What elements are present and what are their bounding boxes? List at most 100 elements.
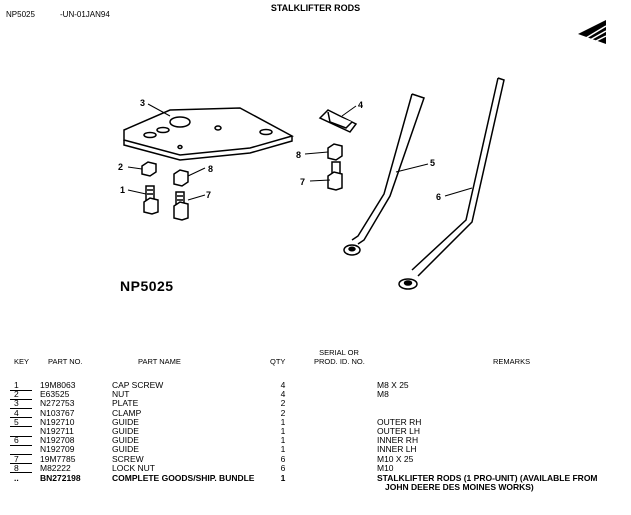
row-divider [10,472,32,474]
table-row-bundle: .. BN272198 COMPLETE GOODS/SHIP. BUNDLE 1 ST… [0,474,631,483]
bundle-qty: 1 [280,473,286,483]
row-remarks: INNER RH [377,435,419,446]
callout-3: 3 [140,98,145,108]
cap-screw-part [143,185,159,215]
clamp-part [318,109,358,133]
bundle-key: .. [14,473,19,483]
page-title: STALKLIFTER RODS [270,3,361,13]
row-divider [10,417,32,419]
nut-part [141,161,157,177]
row-qty: 2 [280,407,286,418]
callout-8-right: 8 [296,150,301,160]
row-qty: 1 [280,426,286,436]
row-remarks: INNER LH [377,444,417,455]
column-header-part-no: PART NO. [48,357,83,366]
row-part-name: GUIDE [112,416,139,427]
row-part-name: LOCK NUT [112,462,155,473]
row-divider [10,435,32,437]
table-row-bundle-continued: JOHN DEERE DES MOINES WORKS) [0,483,631,492]
row-part-name: CLAMP [112,407,142,418]
callout-5: 5 [430,158,435,168]
direction-arrow-icon [578,20,607,44]
row-qty: 1 [280,416,286,427]
row-qty: 4 [280,380,286,390]
bundle-remarks-line-2: JOHN DEERE DES MOINES WORKS) [385,482,534,492]
row-part-name: GUIDE [112,426,139,436]
row-qty: 6 [280,462,286,473]
callout-4: 4 [358,100,363,110]
callout-7-right: 7 [300,177,305,187]
row-part-name: CAP SCREW [112,380,164,390]
row-qty: 1 [280,435,286,446]
row-divider [10,389,32,391]
row-part-name: GUIDE [112,444,139,455]
column-header-serial-line-2: PROD. ID. NO. [314,357,365,366]
inner-guide-rod [398,77,505,290]
leader-lines [127,103,473,201]
document-code: NP5025 [6,10,35,19]
column-header-part-name: PART NAME [138,357,181,366]
column-header-key: KEY [14,357,30,366]
row-key: 8 [14,462,19,473]
table-row: 8 M82222 LOCK NUT 6 M10 [0,462,631,473]
diagram-label: NP5025 [120,278,174,294]
row-divider [10,398,32,400]
parts-diagram: 3 4 2 8 1 7 8 7 5 6 [118,20,607,290]
row-part-name: SCREW [112,453,144,464]
row-key: 4 [14,407,19,418]
lock-nut-part [173,169,189,187]
row-part-no: M82222 [40,462,71,473]
table-row: 1 19M8063 CAP SCREW 4 M8 X 25 [0,381,631,390]
document-date: -UN-01JAN94 [60,10,110,19]
screw-part [173,191,189,221]
callout-8: 8 [208,164,213,174]
row-key: 1 [14,380,19,390]
bundle-part-no: BN272198 [40,473,81,483]
row-remarks: OUTER LH [377,426,420,436]
outer-guide-rod [343,93,425,256]
row-part-no: N192710 [40,416,75,427]
column-header-qty: QTY [270,357,286,366]
row-remarks: M10 X 25 [377,453,414,464]
row-key: 3 [14,398,19,409]
table-row: N192709 GUIDE 1 INNER LH [0,445,631,454]
table-row: 7 19M7785 SCREW 6 M10 X 25 [0,453,631,464]
row-key: 2 [14,389,19,400]
bundle-part-name: COMPLETE GOODS/SHIP. BUNDLE [112,473,255,483]
row-part-no: 19M8063 [40,380,76,390]
bundle-remarks-line-1: STALKLIFTER RODS (1 PRO-UNIT) (AVAILABLE… [377,473,598,483]
callout-7: 7 [206,190,211,200]
row-part-no: E63525 [40,389,70,400]
row-divider [10,444,32,446]
plate-part [123,107,294,161]
column-header-serial: SERIAL OR PROD. ID. NO. [314,348,365,366]
row-divider [10,426,32,428]
row-part-no: N103767 [40,407,75,418]
row-part-no: 19M7785 [40,453,76,464]
row-key: 7 [14,453,19,464]
column-header-remarks: REMARKS [493,357,531,366]
row-qty: 2 [280,398,286,409]
row-qty: 4 [280,389,286,400]
row-part-name: NUT [112,389,130,400]
row-part-no: N272753 [40,398,75,409]
row-key: 5 [14,416,19,427]
table-row: 5 N192710 GUIDE 1 OUTER RH [0,416,631,427]
row-qty: 1 [280,444,286,455]
row-qty: 6 [280,453,286,464]
screw-part-right [327,161,343,191]
callout-6: 6 [436,192,441,202]
row-remarks: OUTER RH [377,416,422,427]
column-header-serial-line-1: SERIAL OR [319,348,359,357]
row-remarks: M8 X 25 [377,380,409,390]
row-part-name: GUIDE [112,435,139,446]
row-part-no: N192708 [40,435,75,446]
row-part-no: N192709 [40,444,75,455]
row-remarks: M10 [377,462,394,473]
callout-1: 1 [120,185,125,195]
table-row: 4 N103767 CLAMP 2 [0,407,631,418]
lock-nut-part-right [327,143,343,161]
